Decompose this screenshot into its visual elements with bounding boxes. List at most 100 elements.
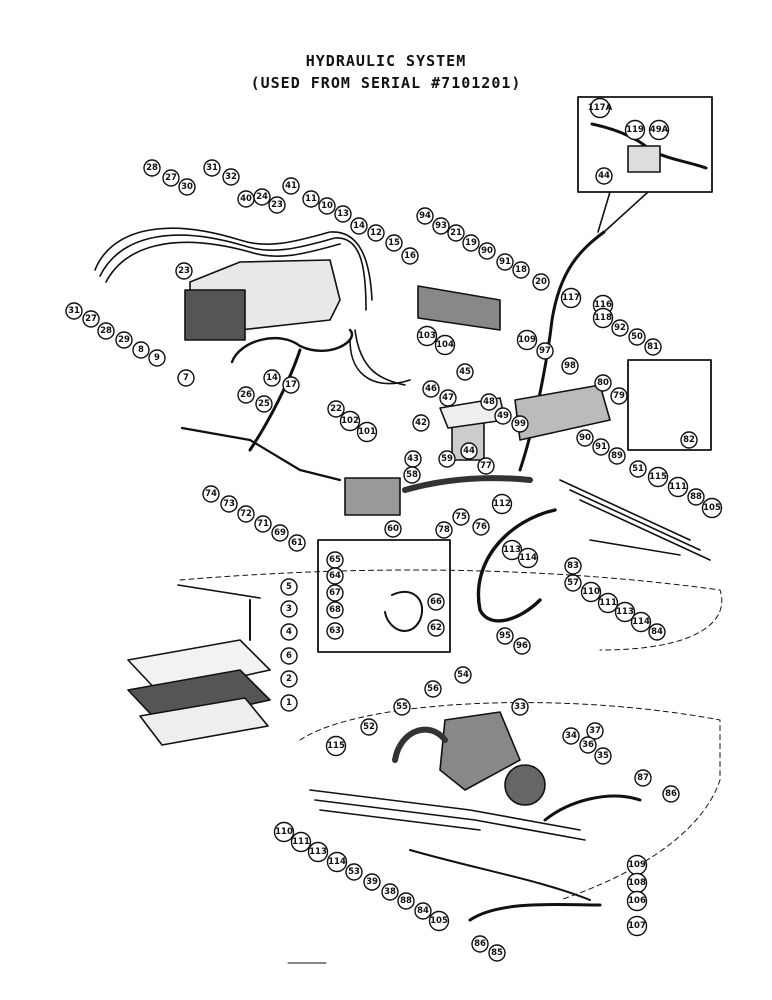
callout-label: 102 [341, 416, 359, 426]
callout-label: 114 [632, 617, 650, 627]
callout-label: 73 [223, 499, 235, 509]
callout-label: 61 [291, 538, 303, 548]
callout-label: 74 [205, 489, 217, 499]
part-callout: 60 [384, 520, 402, 538]
part-callout: 90 [478, 242, 496, 260]
part-callout: 115 [325, 735, 347, 757]
callout-circle [595, 167, 613, 185]
part-callout: 112 [491, 493, 513, 515]
hose-85 [468, 902, 602, 922]
callout-label: 79 [613, 391, 625, 401]
part-callout: 57 [564, 574, 582, 592]
callout-circle [488, 944, 506, 962]
callout-circle [471, 935, 489, 953]
part-callout: 97 [536, 342, 554, 360]
callout-label: 1 [286, 698, 292, 708]
callout-label: 111 [292, 837, 310, 847]
part-callout: 53 [345, 863, 363, 881]
callout-circle [280, 670, 298, 688]
tank-79 [514, 384, 611, 441]
callout-label: 37 [589, 726, 601, 736]
callout-circle [647, 466, 669, 488]
callout-label: 110 [582, 587, 600, 597]
part-callout: 85 [488, 944, 506, 962]
callout-label: 93 [435, 221, 447, 231]
callout-circle [280, 600, 298, 618]
callout-circle [263, 369, 281, 387]
hose-22 [248, 348, 302, 452]
callout-circle [494, 407, 512, 425]
detail-inset-filter [577, 96, 713, 193]
callout-circle [97, 322, 115, 340]
callout-label: 53 [348, 867, 360, 877]
part-callout: 47 [439, 389, 457, 407]
callout-label: 60 [387, 524, 399, 534]
callout-circle [132, 341, 150, 359]
callout-label: 23 [178, 266, 190, 276]
tube-102 [354, 329, 406, 386]
callout-circle [611, 319, 629, 337]
callout-label: 10 [321, 201, 333, 211]
part-callout: 43 [404, 450, 422, 468]
callout-label: 7 [183, 373, 189, 383]
part-callout: 18 [512, 261, 530, 279]
tube-bundle-right [559, 479, 691, 541]
callout-circle [667, 476, 689, 498]
part-callout: 92 [611, 319, 629, 337]
part-callout: 49 [494, 407, 512, 425]
callout-circle [630, 611, 652, 633]
part-callout: 11 [302, 190, 320, 208]
callout-label: 11 [305, 194, 317, 204]
part-callout: 109 [516, 329, 538, 351]
callout-circle [416, 325, 438, 347]
callout-circle [345, 863, 363, 881]
callout-label: 57 [567, 578, 579, 588]
callout-circle [327, 400, 345, 418]
callout-label: 47 [442, 393, 454, 403]
part-callout: 99 [511, 415, 529, 433]
callout-circle [662, 785, 680, 803]
part-callout: 42 [412, 414, 430, 432]
callout-label: 31 [206, 163, 218, 173]
pump-33 [439, 711, 521, 791]
callout-label: 117 [562, 293, 580, 303]
callout-label: 114 [519, 553, 537, 563]
callout-label: 113 [309, 847, 327, 857]
callout-label: 4 [286, 627, 292, 637]
callout-label: 113 [616, 607, 634, 617]
part-callout: 37 [586, 722, 604, 740]
callout-label: 39 [366, 877, 378, 887]
callout-label: 64 [329, 571, 341, 581]
callout-label: 14 [266, 373, 278, 383]
callout-circle [325, 735, 347, 757]
part-callout: 6 [280, 647, 298, 665]
callout-label: 35 [597, 751, 609, 761]
callout-label: 34 [565, 731, 577, 741]
part-callout: 119 [624, 119, 646, 141]
part-callout: 73 [220, 495, 238, 513]
callout-label: 101 [358, 427, 376, 437]
callout-circle [381, 883, 399, 901]
part-callout: 111 [667, 476, 689, 498]
callout-circle [326, 851, 348, 873]
callout-circle [501, 539, 523, 561]
part-callout: 114 [630, 611, 652, 633]
callout-label: 92 [614, 323, 626, 333]
callout-circle [511, 698, 529, 716]
callout-label: 84 [651, 627, 663, 637]
callout-label: 27 [165, 173, 177, 183]
callout-circle [350, 217, 368, 235]
callout-label: 63 [329, 626, 341, 636]
callout-circle [143, 159, 161, 177]
callout-label: 40 [240, 194, 252, 204]
callout-label: 103 [418, 331, 436, 341]
detail-inset-strap [317, 539, 451, 653]
callout-circle [586, 722, 604, 740]
part-callout: 22 [327, 400, 345, 418]
callout-circle [268, 196, 286, 214]
callout-label: 33 [514, 702, 526, 712]
callout-label: 71 [257, 519, 269, 529]
part-callout: 46 [422, 380, 440, 398]
callout-circle [516, 329, 538, 351]
part-callout: 28 [143, 159, 161, 177]
